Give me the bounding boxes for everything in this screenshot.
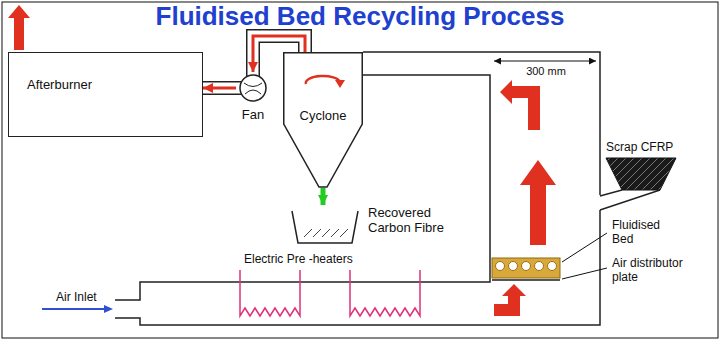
flow-connector bbox=[203, 87, 236, 90]
afterburner-box: Afterburner bbox=[8, 52, 203, 137]
part-label-box: Fluidised Bed bbox=[612, 218, 682, 246]
node-text: Fan bbox=[236, 107, 270, 122]
gas-flow-arrow bbox=[520, 160, 556, 245]
dimension-label-box: 300 mm bbox=[492, 64, 600, 78]
heater-coil bbox=[240, 270, 300, 316]
flow-connector bbox=[321, 188, 326, 205]
air-flow-arrow bbox=[494, 284, 526, 316]
node-label: Cyclone bbox=[283, 108, 363, 123]
part-label: Air distributor plate bbox=[612, 256, 683, 284]
node-text: Cyclone bbox=[283, 108, 363, 123]
title: Fluidised Bed Recycling Process bbox=[156, 1, 565, 31]
inlet-arrow bbox=[104, 305, 113, 313]
dimension-line bbox=[494, 61, 596, 62]
leader-line bbox=[562, 233, 607, 279]
electric-heater bbox=[240, 270, 420, 316]
fluidised-bed bbox=[492, 258, 560, 278]
part-label-box: Air Inlet bbox=[56, 290, 97, 304]
part-label: Fluidised Bed bbox=[612, 218, 660, 246]
part-label-box: Air distributor plate bbox=[612, 256, 712, 284]
part-label-box: Electric Pre -heaters bbox=[244, 252, 353, 266]
node-label: Fan bbox=[236, 107, 270, 122]
heater-coil bbox=[350, 270, 420, 316]
gas-flow-arrow bbox=[500, 80, 540, 130]
inlet-arrow bbox=[42, 308, 106, 310]
node-label: Afterburner bbox=[27, 77, 197, 92]
reactor-walls bbox=[115, 52, 660, 325]
exhaust-arrow bbox=[8, 5, 30, 50]
swirl-symbol bbox=[306, 76, 340, 84]
title-block: Fluidised Bed Recycling Process bbox=[0, 1, 720, 31]
part-label: Scrap CFRP bbox=[606, 140, 673, 154]
dimension-label: 300 mm bbox=[526, 65, 566, 77]
swirl-symbol bbox=[335, 80, 345, 88]
bed-bubbles bbox=[496, 262, 557, 271]
node-text: Recovered Carbon Fibre bbox=[368, 205, 450, 235]
node-label: Recovered Carbon Fibre bbox=[368, 205, 450, 235]
scrap-hopper bbox=[606, 158, 676, 190]
part-label: Air Inlet bbox=[56, 290, 97, 304]
fan-symbol: Fan bbox=[236, 72, 270, 124]
node-text: Afterburner bbox=[27, 77, 197, 92]
distributor-plate bbox=[492, 279, 560, 281]
cyclone-separator: Cyclone bbox=[283, 52, 363, 188]
flow-connector bbox=[253, 36, 305, 72]
part-label-box: Scrap CFRP bbox=[606, 140, 673, 154]
fibre-collector: Recovered Carbon Fibre bbox=[290, 205, 450, 247]
part-label: Electric Pre -heaters bbox=[244, 252, 353, 266]
